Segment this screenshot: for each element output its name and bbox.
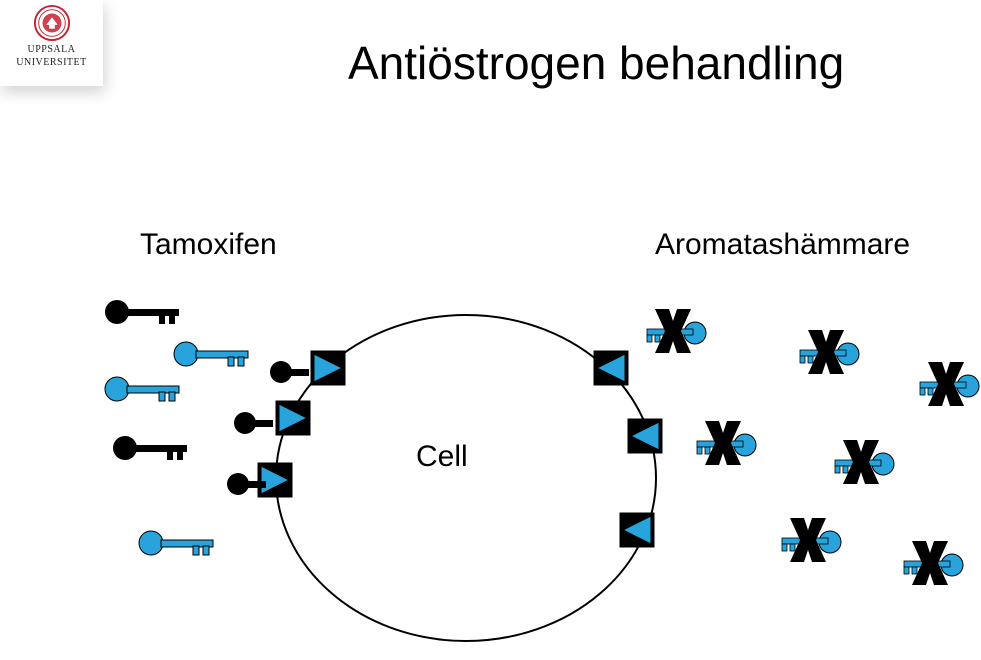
university-logo: UPPSALA UNIVERSITET [0,0,103,86]
receptor-icon [310,350,346,386]
blocked-estrogen-icon [781,517,842,563]
blocked-estrogen-icon [646,308,707,354]
blocked-estrogen-icon [799,329,860,375]
bound-tamoxifen-icon [270,361,309,383]
slide-title: Antiöstrogen behandling [348,37,845,89]
blocked-estrogen-icon [834,439,895,485]
receptor-icon [275,400,311,436]
tamoxifen-key-icon [105,300,179,324]
receptor-icon [257,462,293,498]
estrogen-key-icon [138,530,214,556]
receptor-icon [619,512,655,548]
receptor-icon [627,418,663,454]
blocked-estrogen-icon [919,361,980,407]
blocked-estrogen-icon [903,540,964,586]
aromatase-inhibitor-label: Aromatashämmare [655,228,911,261]
tamoxifen-label: Tamoxifen [140,228,277,261]
logo-line-1: UPPSALA [27,44,76,55]
university-seal-icon [33,4,71,42]
receptor-icon [593,350,629,386]
bound-tamoxifen-icon [234,412,273,434]
tamoxifen-key-icon [113,436,187,460]
blocked-estrogen-icon [696,420,757,466]
cell-label: Cell [416,440,468,473]
estrogen-key-icon [104,376,180,402]
logo-line-2: UNIVERSITET [16,57,87,68]
estrogen-key-icon [173,341,249,367]
